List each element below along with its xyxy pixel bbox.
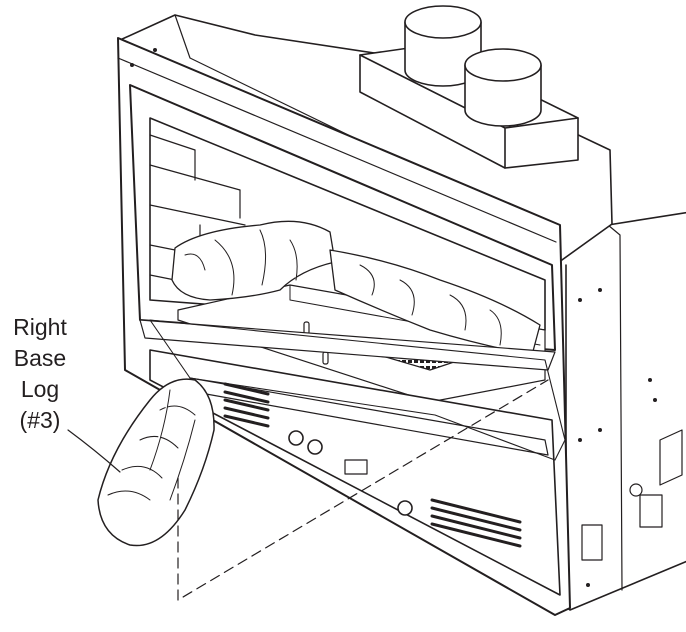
vent-pipe-front xyxy=(464,48,542,127)
side-panel-cutouts xyxy=(581,429,683,561)
louvers-left xyxy=(223,382,270,428)
callout-line-1: Right xyxy=(13,314,67,340)
screw-dots xyxy=(130,48,657,587)
callout-line-4: (#3) xyxy=(19,407,61,433)
front-frame-inner-top xyxy=(117,57,557,243)
callout-line-2: Base xyxy=(13,345,67,371)
front-glass-pane xyxy=(149,319,566,461)
control-knobs xyxy=(288,430,413,516)
vent-box-top-edge xyxy=(359,54,579,169)
installed-logs xyxy=(171,220,541,356)
right-base-log-callout: Right Base Log (#3) xyxy=(2,312,78,436)
side-panel-bracket xyxy=(607,224,623,591)
callout-line-3: Log xyxy=(20,376,60,402)
right-base-log xyxy=(97,378,215,547)
callout-leader xyxy=(67,429,121,473)
install-guide-dashed xyxy=(177,379,549,601)
louvers-right xyxy=(430,498,522,548)
